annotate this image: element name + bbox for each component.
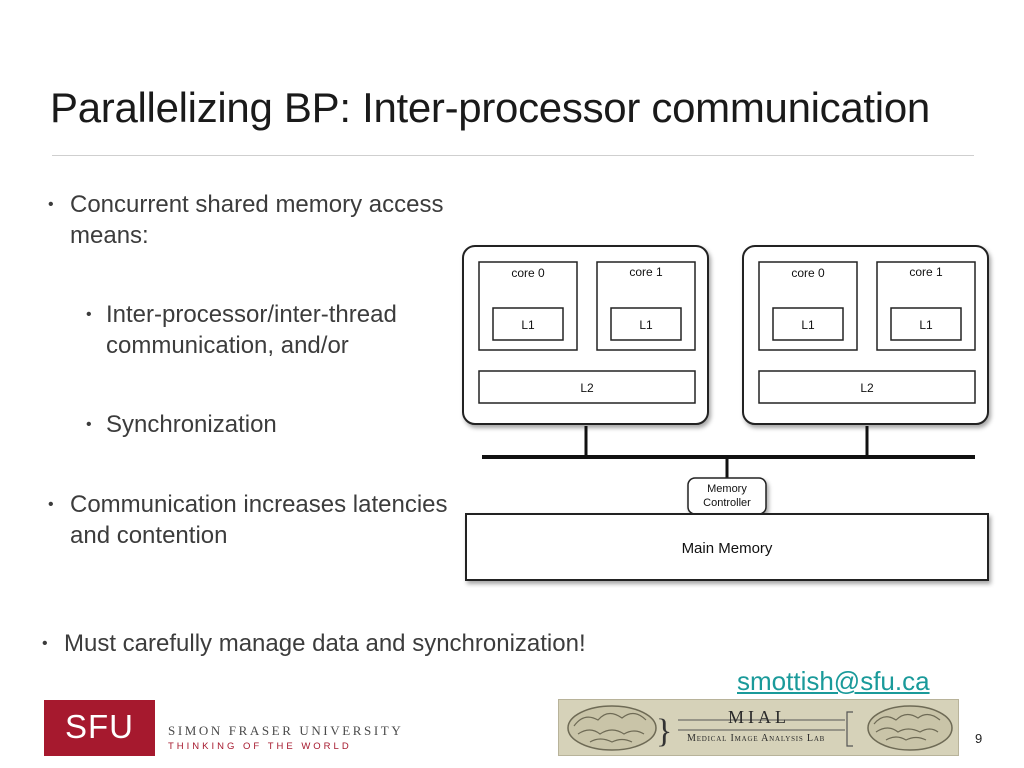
l1-label: L1 [801,318,815,332]
processor-0: core 0 L1 core 1 L1 L2 [462,245,709,425]
bullet-manage-data: • Must carefully manage data and synchro… [42,628,682,659]
page-number: 9 [975,731,983,746]
l1-cache [610,307,682,341]
email-link[interactable]: smottish@sfu.ca [737,666,930,696]
main-memory-label: Main Memory [682,540,773,557]
l1-cache [772,307,844,341]
core-label: core 1 [629,265,663,279]
bullet-synchronization: • Synchronization [86,409,446,440]
processor-1: core 0 L1 core 1 L1 L2 [742,245,989,425]
memory-architecture-diagram: core 0 L1 core 1 L1 L2 core 0 L1 core 1 … [462,245,989,581]
bullet-dot: • [86,306,92,323]
slide-title: Parallelizing BP: Inter-processor commun… [50,84,930,131]
bullet-text: Concurrent shared memory access means: [70,191,444,249]
brace-icon: } [656,713,672,750]
brain-right-icon [867,705,953,751]
core-label: core 0 [791,266,825,280]
sfu-logo-text: SFU [65,708,134,745]
core-label: core 0 [511,266,545,280]
lab-short-name: MIAL [728,707,790,727]
bullet-shared-memory: • Concurrent shared memory access means: [48,189,488,251]
main-memory-box [465,513,989,581]
university-name: SIMON FRASER UNIVERSITY [168,723,404,738]
bullet-dot: • [48,496,54,513]
bullet-text: Must carefully manage data and synchroni… [64,630,586,657]
bullet-dot: • [42,635,48,652]
memory-controller-label: Controller [703,497,751,509]
l2-cache [758,370,976,404]
l1-cache [890,307,962,341]
lab-full-name: Medical Image Analysis Lab [687,733,826,744]
l1-label: L1 [919,318,933,332]
title-divider [52,155,974,156]
bullet-text: Communication increases latencies and co… [70,491,448,549]
l1-label: L1 [639,318,653,332]
core-label: core 1 [909,265,943,279]
brain-left-icon [567,705,657,751]
bracket-icon [846,711,853,747]
l2-label: L2 [580,381,594,395]
bullet-dot: • [86,416,92,433]
l1-label: L1 [521,318,535,332]
bullet-dot: • [48,196,54,213]
bullet-latencies: • Communication increases latencies and … [48,489,448,551]
bullet-inter-processor: • Inter-processor/inter-thread communica… [86,299,446,361]
bullet-text: Inter-processor/inter-thread communicati… [106,301,397,359]
university-tagline: THINKING OF THE WORLD [168,741,352,752]
l2-label: L2 [860,381,874,395]
memory-controller-label: Memory [707,483,747,495]
mial-banner-graphics: } [567,705,953,751]
bullet-text: Synchronization [106,411,277,438]
l2-cache [478,370,696,404]
sfu-logo: SFU [44,700,155,756]
l1-cache [492,307,564,341]
